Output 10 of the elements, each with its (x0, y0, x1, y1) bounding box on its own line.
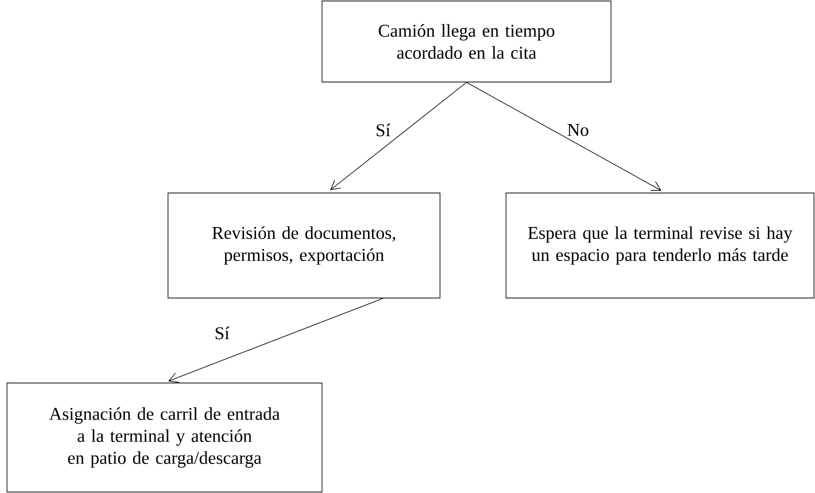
process-box: Revisión de documentos, permisos, exportación (168, 192, 440, 298)
arrow (168, 298, 384, 383)
edge-label: Sí (376, 124, 390, 136)
edge-label: No (568, 124, 588, 136)
process-box: Espera que la terminal revise si hay un espacio para tenderlo más tarde (506, 192, 814, 298)
edge-label: Sí (216, 326, 230, 340)
arrow (466, 82, 662, 191)
process-box: Camión llega en tiempo acordado en la cita (322, 0, 612, 82)
arrow (330, 82, 467, 190)
process-box: Asignación de carril de entrada a la terminal y atención en patio de carga/descarga (6, 382, 322, 492)
